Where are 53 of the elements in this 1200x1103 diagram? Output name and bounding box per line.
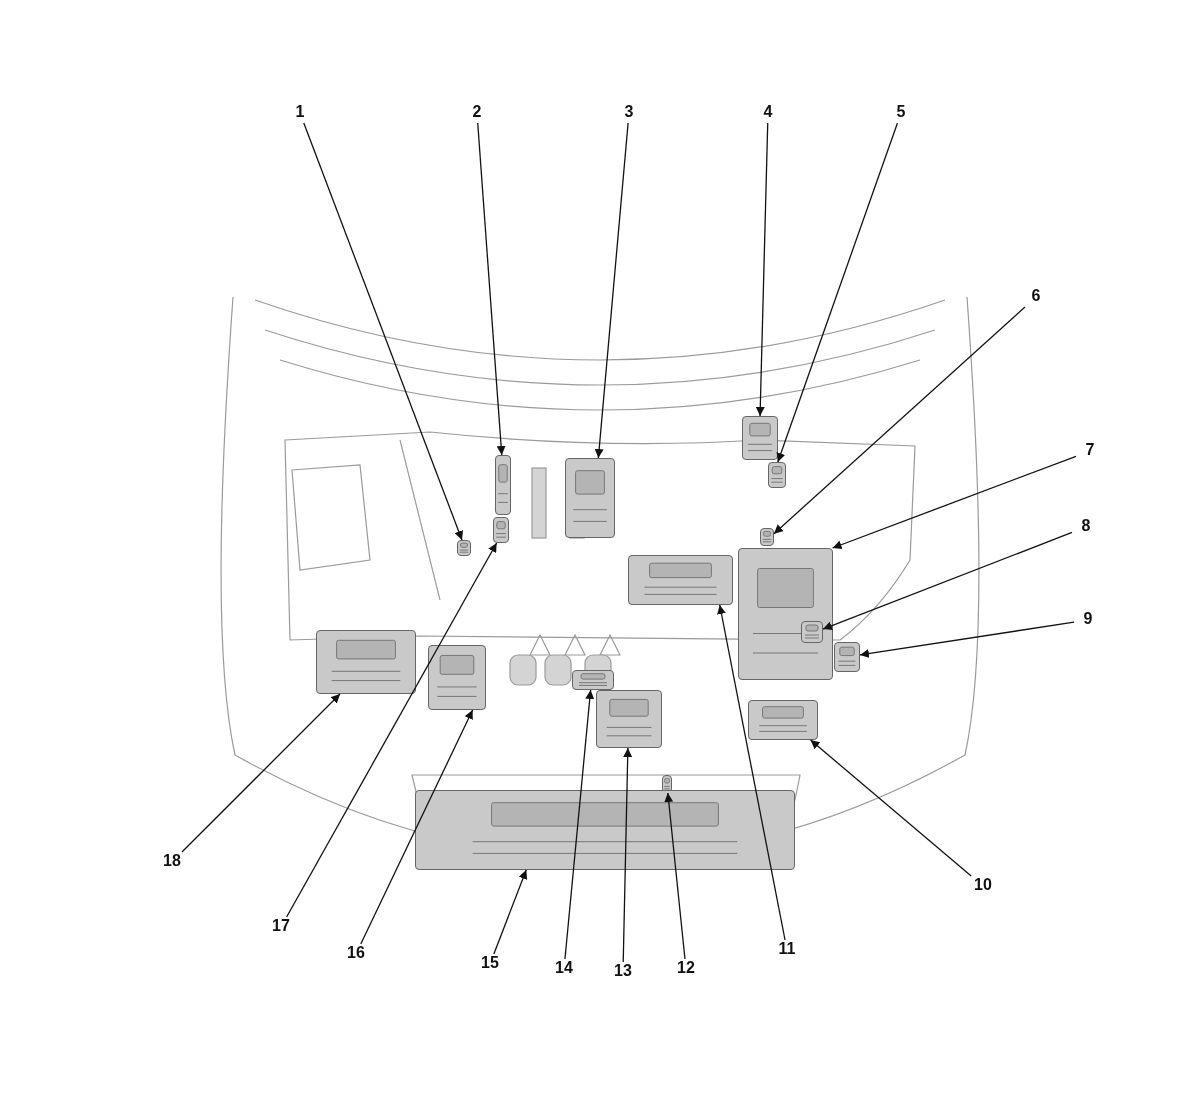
leader-line: [822, 531, 1073, 631]
callout-number: 18: [158, 852, 186, 872]
starter-motor: [628, 555, 733, 605]
callout-number: 10: [969, 876, 997, 896]
bracket: [572, 670, 614, 690]
engine-component: [565, 458, 615, 538]
leader-line: [622, 747, 633, 963]
leader-line: [493, 869, 528, 955]
leader-line: [360, 709, 474, 945]
engine-mount: [596, 690, 662, 748]
leader-line: [809, 739, 972, 877]
leader-line: [477, 122, 506, 456]
battery: [738, 548, 833, 680]
leader-line: [773, 306, 1026, 535]
callout-number: 3: [615, 103, 643, 123]
leader-line: [859, 621, 1075, 658]
reservoir-tank: [742, 416, 778, 460]
leader-line: [285, 542, 498, 918]
callout-number: 14: [550, 959, 578, 979]
connector: [768, 462, 786, 488]
grille-panel: [415, 790, 795, 870]
sensor: [760, 528, 774, 546]
callout-number: 4: [754, 103, 782, 123]
callout-number: 7: [1076, 441, 1104, 461]
callout-number: 17: [267, 917, 295, 937]
callout-number: 11: [773, 940, 801, 960]
leader-line: [831, 455, 1077, 550]
battery-terminal: [801, 621, 823, 643]
control-module: [748, 700, 818, 740]
callout-number: 13: [609, 962, 637, 982]
sensor: [457, 540, 471, 556]
callout-number: 15: [476, 954, 504, 974]
alternator: [428, 645, 486, 710]
callout-number: 12: [672, 959, 700, 979]
spark-plug: [493, 517, 509, 543]
leader-line: [776, 122, 899, 463]
leader-line: [717, 604, 786, 941]
callout-number: 2: [463, 103, 491, 123]
callout-number: 16: [342, 944, 370, 964]
control-unit: [316, 630, 416, 694]
leader-line: [303, 122, 463, 541]
leader-line: [181, 693, 341, 853]
callout-number: 5: [887, 103, 915, 123]
sensor: [834, 642, 860, 672]
callout-number: 1: [286, 103, 314, 123]
leader-line: [664, 792, 686, 960]
ignition-coil: [495, 455, 511, 515]
callout-number: 9: [1074, 610, 1102, 630]
leader-line: [594, 122, 629, 459]
leader-line: [564, 689, 595, 960]
leader-line: [755, 122, 769, 417]
callout-number: 8: [1072, 517, 1100, 537]
callout-number: 6: [1022, 287, 1050, 307]
